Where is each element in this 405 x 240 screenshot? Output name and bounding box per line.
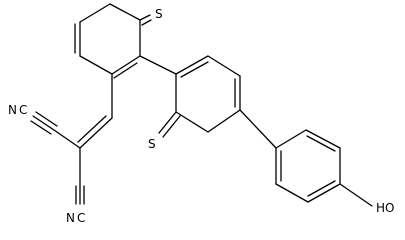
bond [306,135,336,152]
bond [239,109,277,149]
bond [175,55,209,75]
nitrile-carbon-label: C [19,103,27,117]
bond [339,183,373,207]
nitrogen-atom-label: N [8,103,17,117]
bond [175,111,209,133]
bond [111,55,141,75]
bond [79,55,113,75]
bond [275,129,307,149]
bond [109,3,141,21]
hydroxyl-label: HO [376,201,394,215]
bond [30,120,52,135]
bond [305,129,341,149]
bond [77,115,107,143]
bond [32,115,55,131]
nitrogen-atom-label: N [66,211,75,225]
sulfur-atom-label: S [148,137,156,151]
bond [35,111,58,127]
bond [113,62,138,79]
bond [139,14,151,21]
bond [307,183,341,203]
bond [307,180,336,197]
sulfur-atom-label: S [155,7,163,21]
bond [207,109,241,133]
bond [139,55,177,75]
bond [207,55,241,77]
bond [158,111,177,134]
bond [162,115,181,138]
bond [275,183,309,203]
bond [79,3,111,23]
bond [141,19,152,26]
bond [79,117,113,149]
nitrile-carbon-label: C [77,211,85,225]
bond [180,61,209,78]
bond [53,129,81,149]
